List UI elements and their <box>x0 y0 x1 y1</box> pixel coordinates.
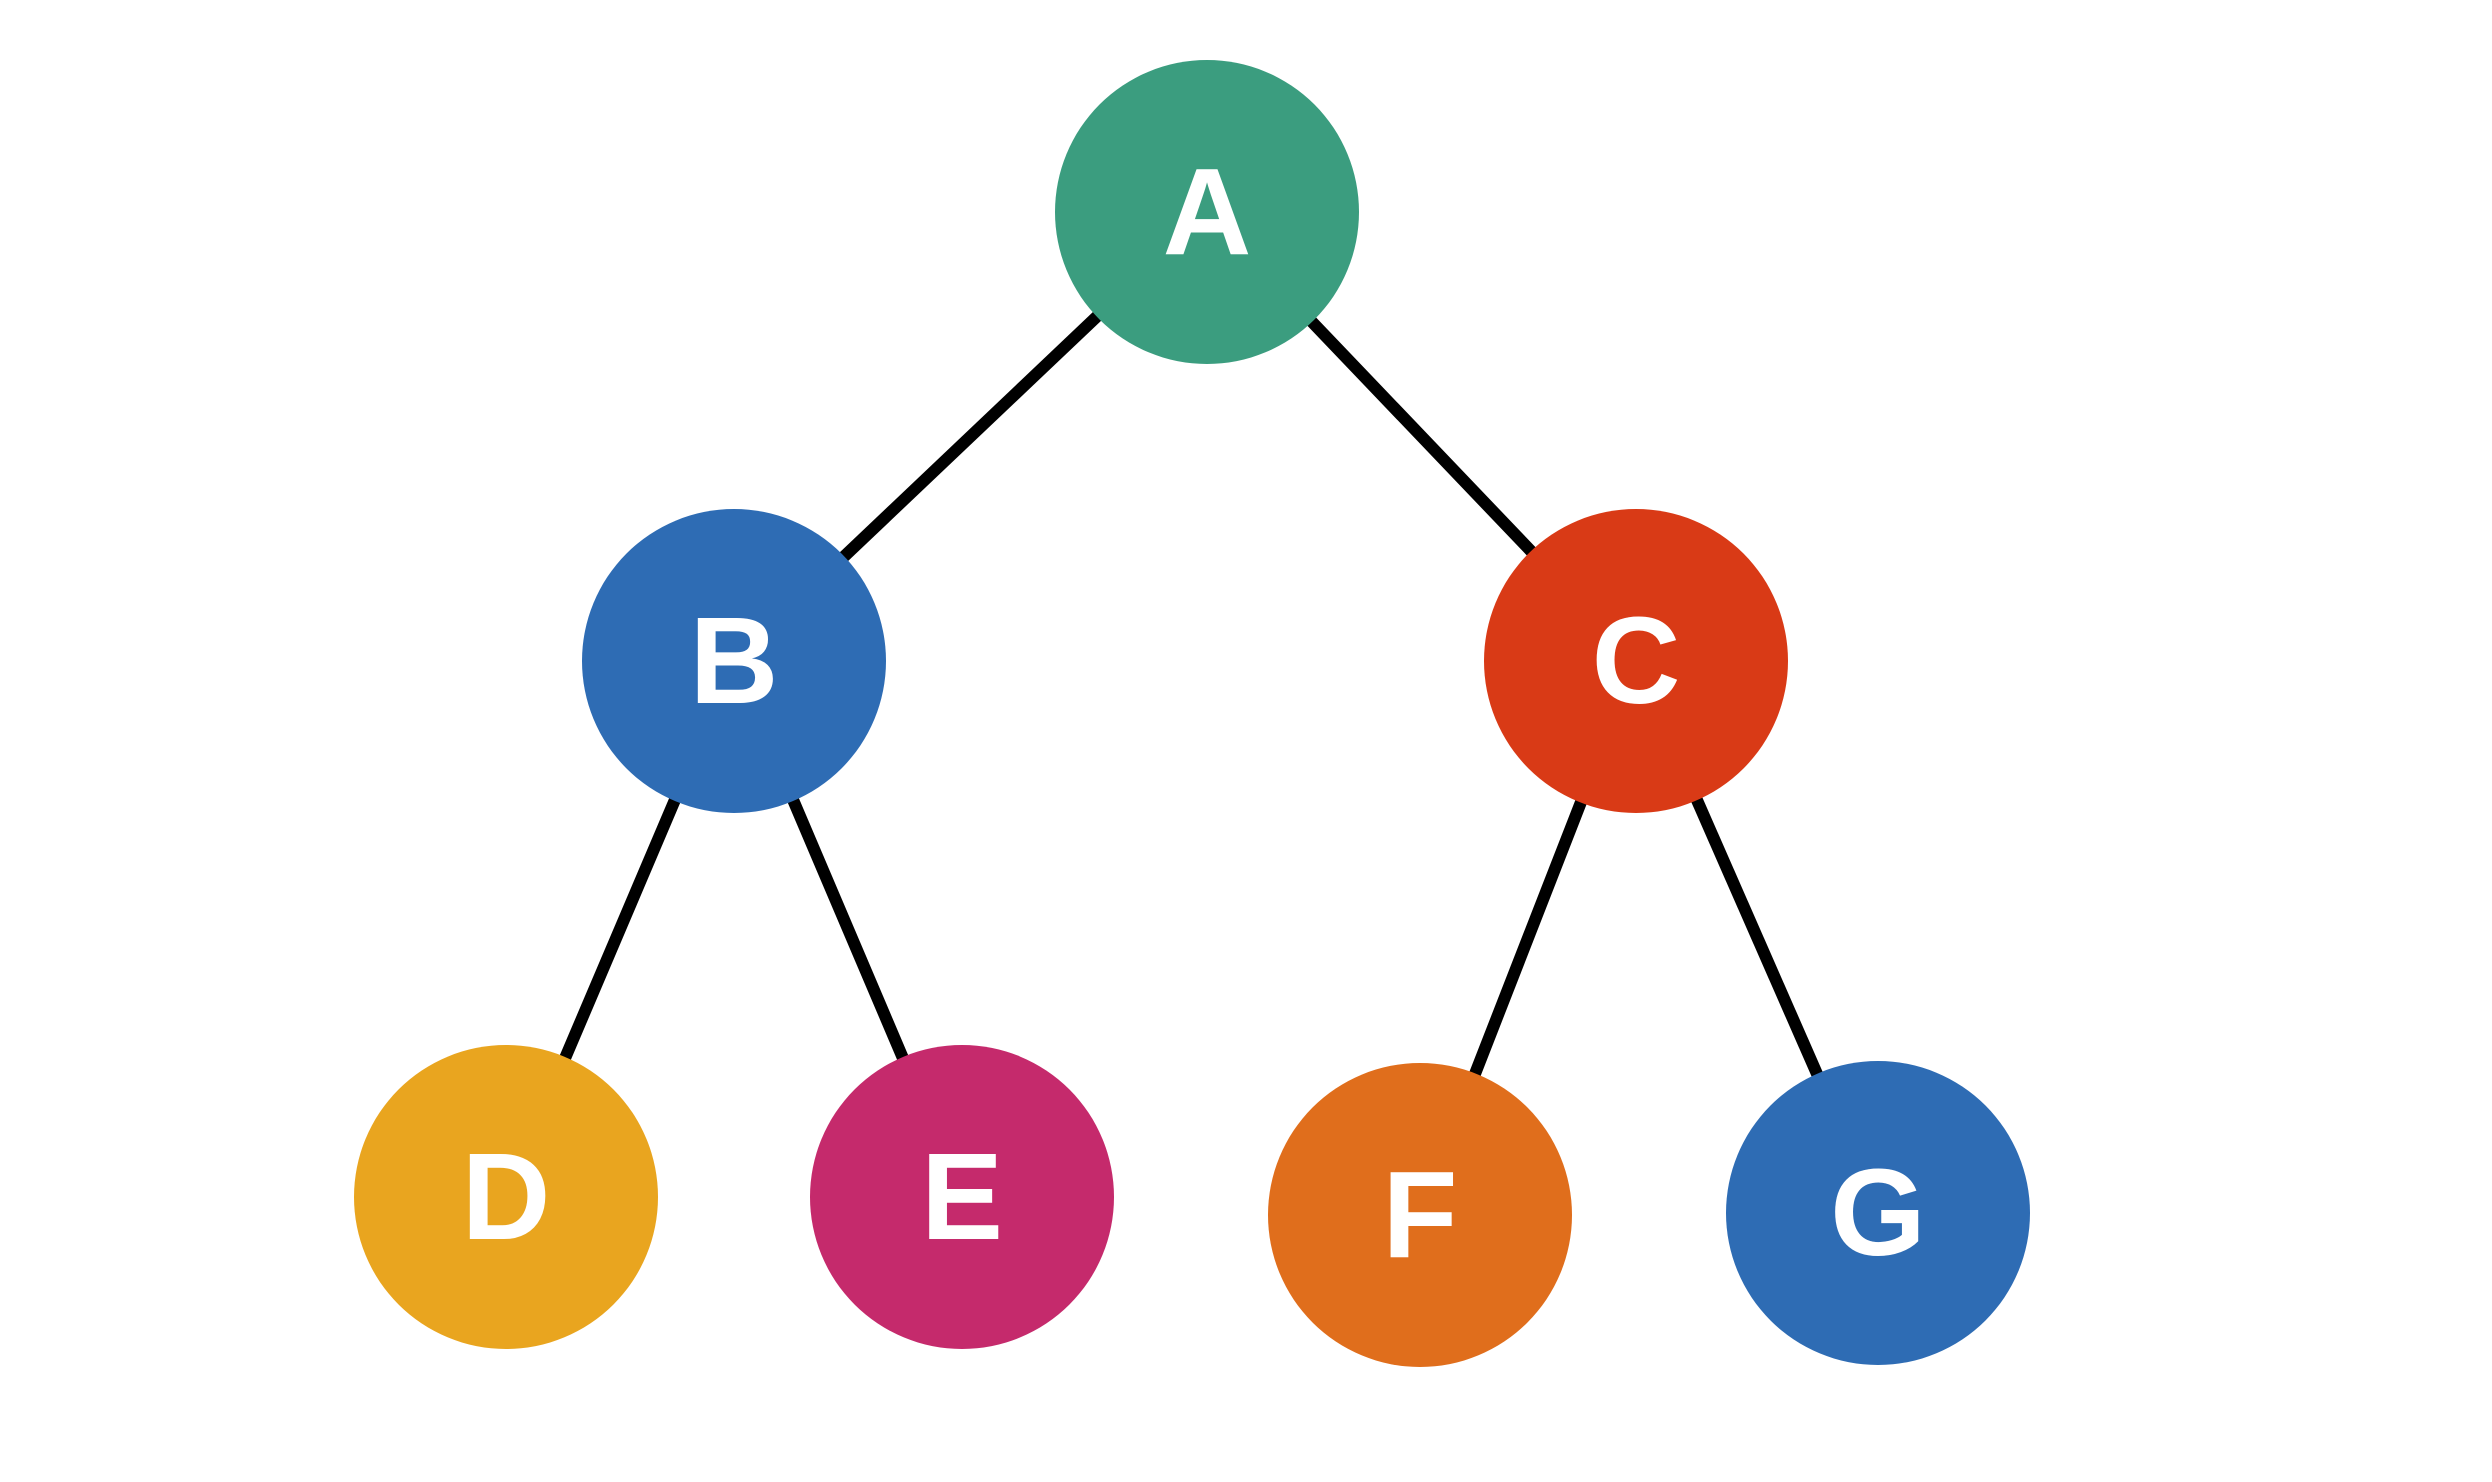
tree-node-b: B <box>582 509 886 813</box>
tree-node-c: C <box>1484 509 1788 813</box>
node-label-c: C <box>1591 592 1681 730</box>
node-label-b: B <box>689 592 779 730</box>
tree-node-a: A <box>1055 60 1359 364</box>
tree-node-d: D <box>354 1045 658 1349</box>
node-label-a: A <box>1162 143 1252 281</box>
node-label-d: D <box>461 1128 551 1266</box>
node-label-g: G <box>1830 1144 1926 1282</box>
node-label-f: F <box>1382 1146 1458 1284</box>
tree-node-e: E <box>810 1045 1114 1349</box>
tree-node-g: G <box>1726 1061 2030 1365</box>
tree-node-f: F <box>1268 1063 1572 1367</box>
node-label-e: E <box>920 1128 1004 1266</box>
